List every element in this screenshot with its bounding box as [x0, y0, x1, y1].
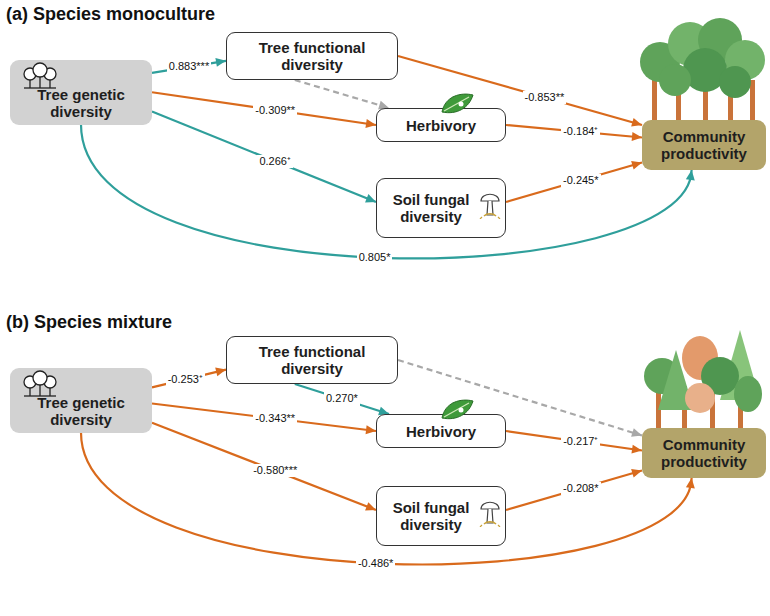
- arrow-head: [631, 118, 642, 127]
- source-box: Tree genetic diversity: [10, 368, 152, 433]
- fungus-icon: [478, 497, 502, 531]
- arrow-head: [366, 425, 376, 434]
- connector-line: [506, 431, 642, 451]
- forest-illustration: [640, 18, 765, 122]
- connector-line: [295, 384, 389, 414]
- connector-line: [295, 80, 389, 108]
- path-arrow: [506, 125, 642, 141]
- mixed-forest-illustration: [644, 330, 762, 430]
- outcome-box: Community productivity: [642, 120, 766, 170]
- connector-line: [506, 471, 642, 511]
- node-text: Herbivory: [406, 423, 476, 440]
- path-arrow: [506, 469, 642, 510]
- node-text: Soil fungal diversity: [385, 191, 477, 226]
- node-text: Community productivity: [647, 436, 761, 471]
- path-coefficient: 0.883***: [167, 60, 211, 73]
- path-arrow: [295, 80, 389, 109]
- arrow-head: [632, 132, 642, 141]
- path-arrow: [152, 112, 376, 203]
- arrow-head: [631, 469, 642, 478]
- connector-line: [152, 92, 376, 125]
- node-text: Tree genetic diversity: [16, 86, 146, 121]
- arrow-head: [686, 170, 695, 180]
- path-coefficient: -0.580***: [251, 464, 299, 477]
- connector-line: [152, 112, 376, 202]
- path-coefficient: 0.270*: [324, 392, 360, 405]
- path-arrow: [81, 125, 695, 259]
- path-arrow: [81, 433, 695, 565]
- source-box: Tree genetic diversity: [10, 60, 152, 125]
- path-arrow: [506, 161, 642, 202]
- arrow-head: [365, 502, 376, 510]
- path-arrow: [295, 384, 389, 415]
- arrow-head: [365, 194, 376, 202]
- node-text: Community productivity: [647, 128, 761, 163]
- mediator-box: Soil fungal diversity: [376, 178, 506, 238]
- path-arrow: [152, 368, 226, 388]
- node-text: Tree functional diversity: [237, 39, 387, 74]
- path-arrow: [152, 92, 376, 128]
- path-coefficient: -0.343**: [253, 412, 297, 425]
- path-coefficient: -0.309**: [253, 104, 297, 117]
- fungus-icon: [478, 189, 502, 223]
- path-coefficient: -0.253⁺: [166, 373, 205, 386]
- leaf-icon: [439, 92, 475, 120]
- mediator-box: Herbivory: [376, 414, 506, 448]
- panel-title: (b) Species mixture: [6, 312, 172, 333]
- path-coefficient: 0.805*: [357, 251, 393, 264]
- arrow-head: [215, 58, 226, 67]
- path-coefficient: -0.208*: [561, 482, 600, 495]
- connector-line: [152, 403, 376, 431]
- connector-line: [506, 125, 642, 138]
- arrow-head: [215, 368, 226, 377]
- node-text: Herbivory: [406, 117, 476, 134]
- node-text: Soil fungal diversity: [385, 499, 477, 534]
- mediator-box: Tree functional diversity: [226, 336, 398, 384]
- connector-line: [81, 125, 692, 259]
- arrow-head: [686, 478, 695, 488]
- arrow-head: [631, 161, 642, 170]
- connector-line: [81, 433, 692, 565]
- path-coefficient: -0.486*: [356, 557, 395, 570]
- mediator-box: Soil fungal diversity: [376, 486, 506, 546]
- path-coefficient: -0.245*: [561, 174, 600, 187]
- path-coefficient: -0.853**: [523, 91, 567, 104]
- path-arrow: [506, 431, 642, 454]
- arrow-head: [631, 428, 642, 437]
- outcome-box: Community productivity: [642, 428, 766, 478]
- path-arrow: [152, 403, 376, 434]
- panel-title: (a) Species monoculture: [6, 4, 215, 25]
- path-coefficient: 0.266⁺: [257, 155, 293, 168]
- connector-line: [152, 61, 226, 73]
- node-text: Tree genetic diversity: [16, 394, 146, 429]
- connector-line: [152, 423, 376, 510]
- path-coefficient: -0.184⁺: [561, 125, 600, 138]
- leaf-icon: [439, 398, 475, 426]
- mediator-box: Herbivory: [376, 108, 506, 142]
- path-arrow: [152, 58, 226, 73]
- node-text: Tree functional diversity: [237, 343, 387, 378]
- path-coefficient: -0.217⁺: [561, 435, 600, 448]
- connector-line: [506, 163, 642, 203]
- arrow-head: [365, 119, 376, 128]
- connector-line: [152, 370, 226, 388]
- path-arrow: [152, 423, 376, 511]
- mediator-box: Tree functional diversity: [226, 32, 398, 80]
- arrow-head: [631, 445, 642, 454]
